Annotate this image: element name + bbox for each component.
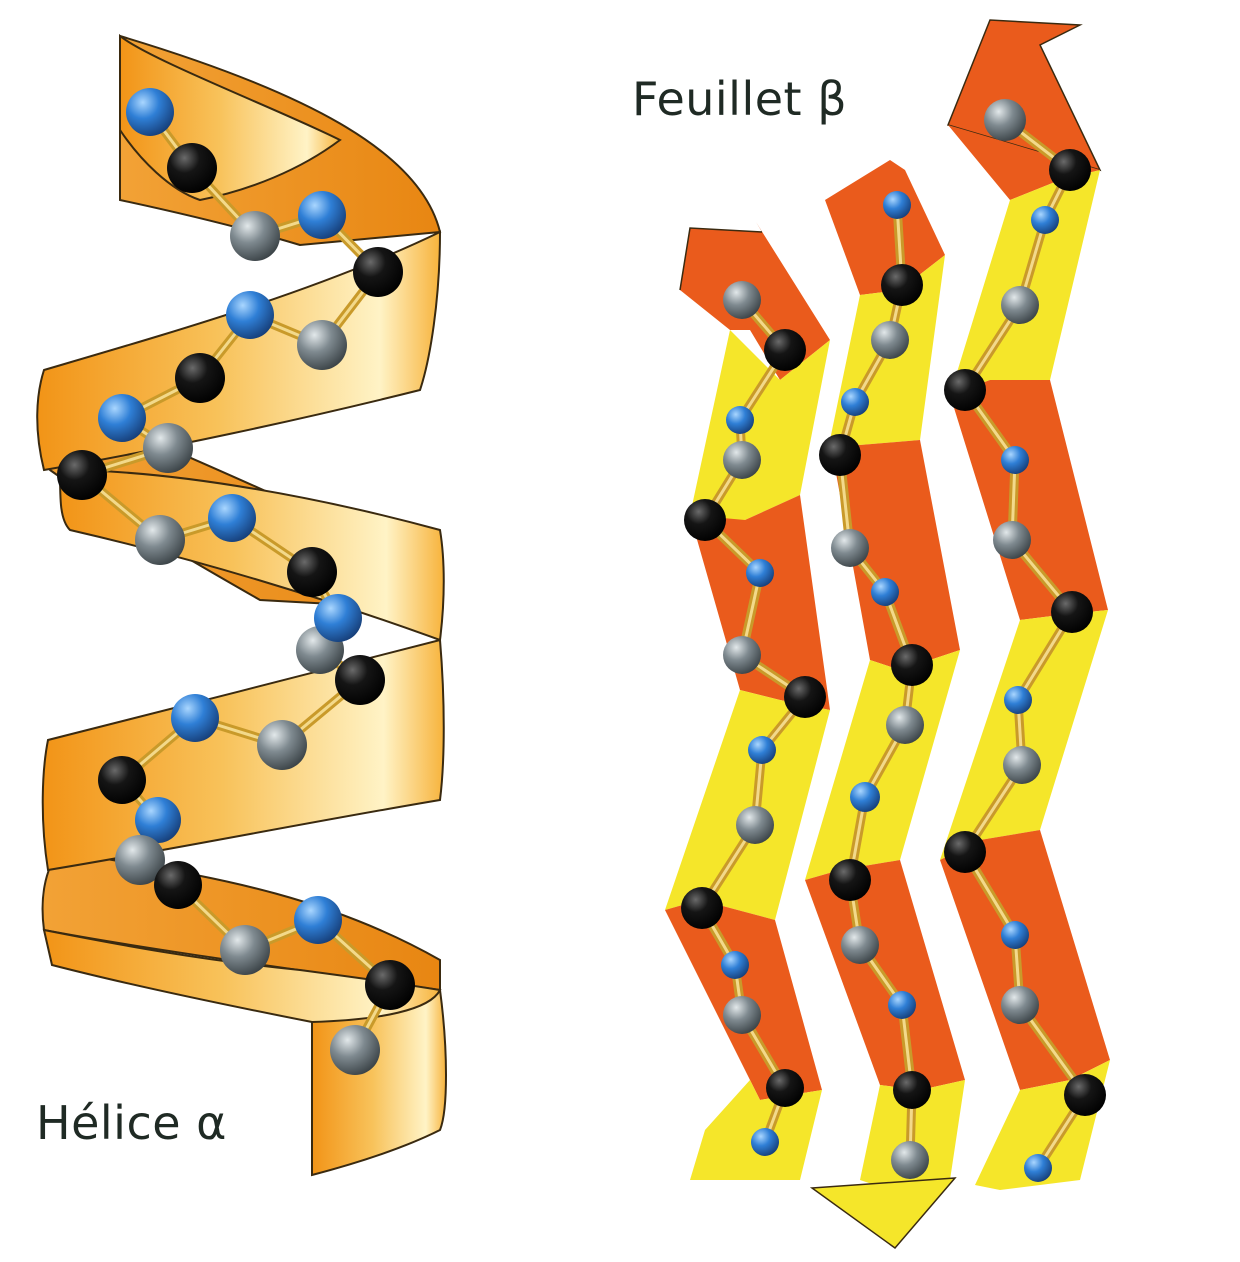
atom-nitrogen [871,578,899,606]
atom-nitrogen [850,782,880,812]
strand-segment-orange [948,125,1100,200]
atom-carbon-black [944,831,986,873]
atom-carbon-black [881,264,923,306]
atom-carbon-black [1049,149,1091,191]
atom-carbon-alpha [723,996,761,1034]
atom-carbon-black [154,861,202,909]
atom-nitrogen [98,394,146,442]
strand-segment-orange [690,495,830,710]
atom-carbon-black [365,960,415,1010]
atom-carbon-alpha [841,926,879,964]
atom-carbon-alpha [871,321,909,359]
atom-carbon-alpha [736,806,774,844]
atom-carbon-black [944,369,986,411]
atom-carbon-black [819,434,861,476]
atom-carbon-alpha [135,515,185,565]
atom-carbon-black [1064,1074,1106,1116]
atom-nitrogen [208,494,256,542]
atom-nitrogen [1004,686,1032,714]
atom-nitrogen [1001,921,1029,949]
atom-carbon-black [57,450,107,500]
atom-carbon-alpha [984,99,1026,141]
beta-strand-3 [940,19,1110,1190]
atom-nitrogen [126,88,174,136]
atom-carbon-alpha [115,835,165,885]
beta-sheet [665,19,1110,1250]
atom-carbon-alpha [886,706,924,744]
atom-nitrogen [1031,206,1059,234]
atom-carbon-alpha [220,925,270,975]
atom-carbon-black [684,499,726,541]
atom-carbon-alpha [297,320,347,370]
atom-nitrogen [726,406,754,434]
atom-carbon-alpha [723,281,761,319]
sheet-atoms [681,99,1106,1182]
atom-carbon-alpha [723,636,761,674]
atom-carbon-black [764,329,806,371]
atom-carbon-black [893,1071,931,1109]
atom-nitrogen [135,797,181,843]
atom-carbon-black [784,676,826,718]
strand-segment-orange [830,440,960,670]
atom-carbon-black [891,644,933,686]
atom-carbon-alpha [230,211,280,261]
helix-ribbon-front-segment [42,928,442,1024]
strand-segment-orange [950,380,1108,620]
atom-carbon-alpha [723,441,761,479]
atom-nitrogen [883,191,911,219]
atom-nitrogen [1024,1154,1052,1182]
atom-carbon-black [829,859,871,901]
atom-carbon-alpha [1003,746,1041,784]
atom-carbon-black [335,655,385,705]
atom-carbon-black [167,143,217,193]
atom-nitrogen [751,1128,779,1156]
atom-carbon-alpha [993,521,1031,559]
strand-segment-orange [940,830,1110,1090]
strand-segment-yellow [665,690,830,920]
atom-carbon-black [1051,591,1093,633]
alpha-helix [36,33,447,1177]
atom-nitrogen [294,896,342,944]
atom-nitrogen [888,991,916,1019]
atom-nitrogen [314,594,362,642]
atom-carbon-alpha [891,1141,929,1179]
atom-nitrogen [226,291,274,339]
helix-label: Hélice α [36,1096,227,1150]
strand-segment-orange [825,160,945,295]
atom-carbon-alpha [143,423,193,473]
atom-nitrogen [1001,446,1029,474]
atom-carbon-black [681,887,723,929]
helix-atoms [57,88,415,1075]
atom-carbon-black [98,756,146,804]
atom-nitrogen [748,736,776,764]
atom-nitrogen [171,694,219,742]
atom-nitrogen [721,951,749,979]
atom-carbon-black [766,1069,804,1107]
atom-carbon-black [353,247,403,297]
atom-carbon-alpha [1001,986,1039,1024]
sheet-label: Feuillet β [632,72,848,126]
atom-carbon-alpha [1001,286,1039,324]
atom-carbon-alpha [257,720,307,770]
atom-carbon-black [175,353,225,403]
atom-carbon-alpha [831,529,869,567]
arrowhead-down [809,1177,957,1250]
strand-segment-yellow [690,330,830,520]
atom-carbon-alpha [330,1025,380,1075]
atom-nitrogen [746,559,774,587]
helix-ribbon-front-segment [58,468,445,642]
atom-nitrogen [841,388,869,416]
atom-carbon-black [287,547,337,597]
beta-strand-2 [805,160,965,1250]
atom-nitrogen [298,191,346,239]
